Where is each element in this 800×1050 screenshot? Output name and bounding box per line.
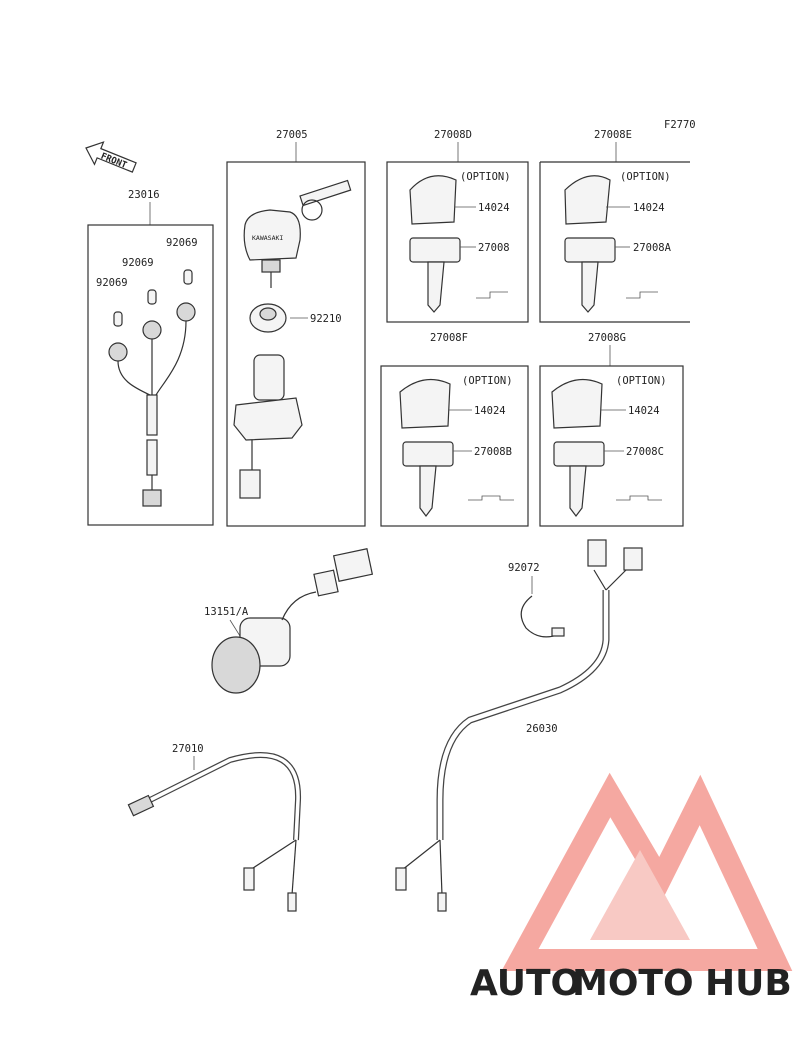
watermark-part1: AUTO <box>470 963 581 1004</box>
label-27005: 27005 <box>276 129 308 141</box>
key-blade-icon <box>402 441 514 517</box>
label-27008c: 27008C <box>626 446 664 458</box>
box-27008g <box>539 365 684 527</box>
option-e: (OPTION) <box>620 171 671 183</box>
figure-code: F2770 <box>664 119 696 131</box>
key-head-icon <box>551 378 603 429</box>
label-14024-g: 14024 <box>628 405 660 417</box>
key-head-icon <box>399 378 451 429</box>
label-23016: 23016 <box>128 189 160 201</box>
key-blade-icon <box>564 237 658 313</box>
label-27008f: 27008F <box>430 332 468 344</box>
key-blade-icon <box>409 237 508 313</box>
option-g: (OPTION) <box>616 375 667 387</box>
box-27008d <box>386 161 529 323</box>
label-14024-e: 14024 <box>633 202 665 214</box>
nut-icon <box>249 303 287 333</box>
label-92072: 92072 <box>508 562 540 574</box>
ignition-switch-icon <box>233 354 303 499</box>
front-arrow-icon: FRONT <box>85 141 137 173</box>
label-26030: 26030 <box>526 723 558 735</box>
label-27008a: 27008A <box>633 242 672 254</box>
indicator-lamp-icon <box>211 548 374 694</box>
wiring-harness-icon <box>108 302 196 507</box>
box-27008f <box>380 365 529 527</box>
bulb-icon <box>113 269 193 327</box>
box-23016 <box>87 224 214 526</box>
key-blade-icon <box>553 441 662 517</box>
key-brand-text: KAWASAKI <box>252 234 283 242</box>
label-92210: 92210 <box>310 313 342 325</box>
watermark-part2: MOTO <box>572 963 694 1004</box>
label-92069-a: 92069 <box>96 277 128 289</box>
label-27010: 27010 <box>172 743 204 755</box>
label-27008b: 27008B <box>474 446 512 458</box>
option-f: (OPTION) <box>462 375 513 387</box>
ignition-key-icon <box>243 179 352 288</box>
label-92069-b: 92069 <box>122 257 154 269</box>
label-92069-c: 92069 <box>166 237 198 249</box>
label-27008e: 27008E <box>594 129 632 141</box>
box-27005 <box>226 161 366 527</box>
label-14024-d: 14024 <box>478 202 510 214</box>
label-27008g: 27008G <box>588 332 626 344</box>
key-head-icon <box>564 175 611 225</box>
clamp-band-icon <box>520 595 565 638</box>
label-14024-f: 14024 <box>474 405 506 417</box>
watermark-logo-icon <box>501 772 793 971</box>
label-27008d: 27008D <box>434 129 472 141</box>
label-13151: 13151/A <box>204 606 249 618</box>
label-27008: 27008 <box>478 242 510 254</box>
wire-harness-icon <box>395 539 643 912</box>
neutral-switch-cable-icon <box>127 752 302 912</box>
leader-13151 <box>229 619 241 637</box>
option-d: (OPTION) <box>460 171 511 183</box>
box-27008e <box>539 162 690 323</box>
key-head-icon <box>409 175 457 225</box>
watermark-text: AUTO MOTO HUB <box>470 963 792 1004</box>
watermark-part3: HUB <box>705 963 792 1004</box>
